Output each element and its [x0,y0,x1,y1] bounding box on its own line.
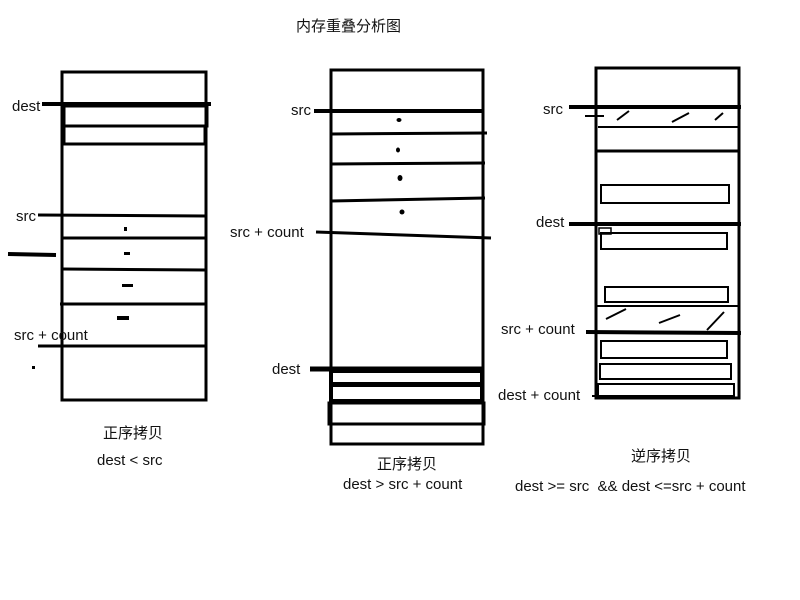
dest-cell [329,383,484,403]
dot-mark [124,227,127,231]
panel-condition: dest < src [97,452,163,469]
dest-cell [62,124,207,146]
dash-mark [117,316,129,320]
dash-mark [122,284,133,287]
dot-mark [397,175,403,181]
label-dest: dest [12,98,41,115]
label-dest: dest [272,361,301,378]
panel-condition: dest >= src && dest <=src + count [515,478,746,495]
hatch-mark [658,314,681,324]
stray-mark [7,252,57,257]
label-src: src [16,208,36,225]
panel-caption: 逆序拷贝 [631,447,691,465]
dest-cell [327,401,486,426]
src-cell [600,184,730,204]
label-dest-count: dest + count [498,387,581,404]
label-src-count: src + count [230,224,305,241]
src-count-pointer-line [315,230,492,240]
hatch-mark [671,112,690,123]
src-pointer-line [37,213,207,218]
panel-forward-dest-gt-src-count: src src + count dest 正序拷贝 dest > src + c… [230,68,492,493]
dot-mark [399,209,405,215]
panel-caption: 正序拷贝 [377,455,437,473]
src-cell-divider [61,267,207,272]
panel-reverse-copy: src dest src + count dest + count 逆序拷贝 d… [498,66,746,495]
dot-mark [32,366,35,369]
hatch-mark [616,110,630,121]
dot-mark [396,118,402,122]
src-cell-divider [330,196,486,203]
memory-block [60,70,208,402]
diagram-title: 内存重叠分析图 [296,17,401,35]
dest-cell [597,383,735,397]
hatch-mark [714,112,724,121]
memory-block [329,68,485,446]
panel-condition: dest > src + count [343,476,463,493]
memory-block [594,66,741,400]
label-src: src [543,101,563,118]
hatch-mark [605,308,627,320]
dest-cell [604,286,729,303]
label-dest: dest [536,214,565,231]
dest-cell [600,340,728,359]
dest-cell [599,363,732,380]
src-count-pointer-line [585,330,742,335]
panel-caption: 正序拷贝 [103,424,163,442]
dest-cell [62,104,209,128]
dot-mark [396,147,400,153]
dest-cell [600,232,728,250]
dest-cell [329,369,484,386]
label-src: src [291,102,311,119]
src-cell-divider [330,161,486,166]
panel-forward-dest-lt-src: dest src src + count 正序拷贝 dest < src [7,70,211,469]
label-src-count: src + count [14,327,89,344]
dash-mark [124,252,130,255]
label-src-count: src + count [501,321,576,338]
src-cell-divider [330,131,488,136]
hatch-mark [706,311,725,331]
